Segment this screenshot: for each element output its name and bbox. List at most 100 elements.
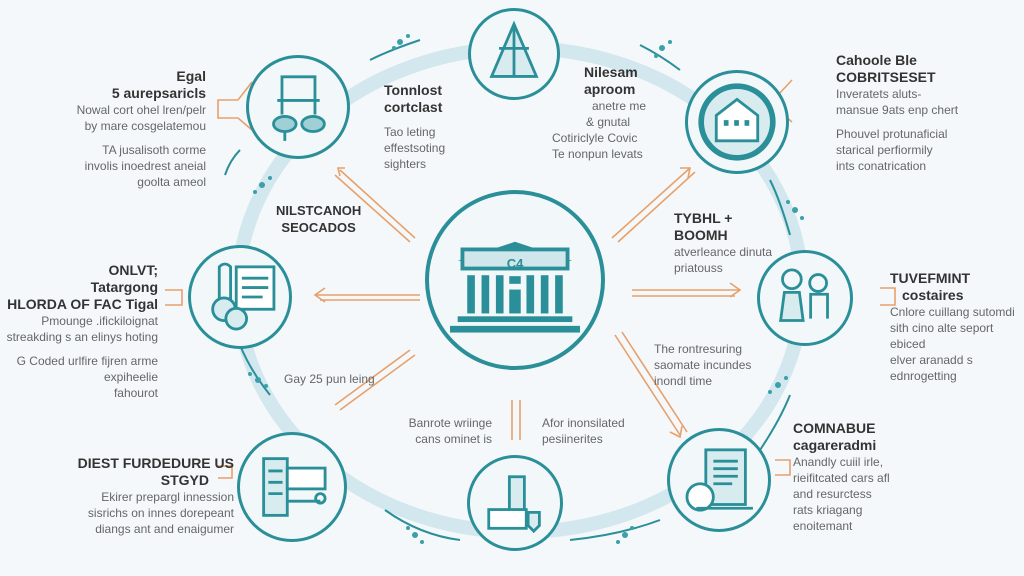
cahoole-block: Cahoole Ble COBRITSESET Inveratets aluts… (836, 52, 958, 174)
afor-line: pesiinerites (542, 432, 603, 446)
egal-title-1: Egal (176, 68, 206, 84)
tonnlost-block: Tonnlost cortclast Tao leting effestsoti… (384, 82, 445, 172)
onlvt-title-2: Tatargong (90, 279, 158, 295)
cahoole-line: Inveratets aluts- (836, 87, 922, 101)
machinery-icon (272, 75, 326, 141)
nilesam-block: Nilesam aproom anetre me & gnutal Cotiri… (552, 64, 646, 162)
diest-block: DIEST FURDEDURE US STGYD Ekirer prepargl… (78, 455, 234, 537)
egal-title-2: 5 aurepsaricls (111, 85, 206, 101)
diest-line: diangs ant and enaigumer (95, 522, 234, 536)
house-icon (698, 83, 776, 161)
onlvt-line: Pmounge .ifickiloignat (41, 314, 158, 328)
rontresuring-line: inondl time (654, 374, 713, 388)
tent-icon (489, 20, 539, 78)
tuvefmint-title-2: costaires (902, 287, 964, 303)
nilstcanoh-block: NILSTCANOH SEOCADOS (276, 202, 361, 236)
node-bottom-right[interactable] (667, 428, 771, 532)
onlvt-block: ONLVT; Tatargong HLORDA OF FAC Tigal Pmo… (7, 262, 158, 401)
egal-line: involis inoedrest aneial (84, 159, 206, 173)
comnabue-line: and resurctess (793, 487, 872, 501)
tonnlost-line: effestsoting (384, 141, 446, 155)
node-left[interactable] (188, 245, 292, 349)
banrote-line: cans ominet is (415, 432, 492, 446)
node-top-left[interactable] (246, 55, 350, 159)
node-right[interactable] (757, 250, 853, 346)
bank-building-icon (450, 241, 580, 333)
tuvefmint-line: elver aranadd s (890, 353, 973, 367)
gay-block: Gay 25 pun leing (284, 371, 375, 387)
tybhl-title-2: BOOMH (674, 227, 728, 243)
gay-line: Gay 25 pun leing (284, 372, 375, 386)
nilesam-title-2: aproom (584, 81, 636, 97)
nilesam-line: anetre me (592, 99, 647, 113)
rontresuring-block: The rontresuring saomate incundes inondl… (654, 341, 751, 389)
egal-line: TA jusalisoth corme (102, 143, 206, 157)
onlvt-line: expiheelie (103, 370, 158, 384)
ring-teal-accents (224, 39, 791, 541)
tuvefmint-line: ednrogetting (890, 369, 957, 383)
money-document-icon (211, 262, 276, 331)
onlvt-line: streakding s an elinys hoting (6, 330, 158, 344)
tonnlost-line: sighters (384, 157, 427, 171)
nilesam-line: Te nonpun levats (552, 147, 643, 161)
afor-line: Afor inonsilated (542, 416, 625, 430)
egal-line: by mare cosgelatemou (84, 119, 206, 133)
comnabue-line: rats kriagang (793, 503, 863, 517)
rontresuring-line: saomate incundes (654, 358, 752, 372)
cahoole-line: mansue 9ats enp chert (836, 103, 959, 117)
rontresuring-line: The rontresuring (654, 342, 743, 356)
cahoole-line: Phouvel protunaficial (836, 127, 948, 141)
banrote-block: Banrote wriinge cans ominet is (409, 415, 492, 447)
tuvefmint-line: sith cino alte seport (890, 321, 994, 335)
tuvefmint-title-1: TUVEFMINT (890, 270, 971, 286)
tybhl-title-1: TYBHL + (674, 210, 733, 226)
onlvt-line: G Coded urlfire fijren arme (16, 354, 158, 368)
onlvt-title-1: ONLVT; (108, 262, 158, 278)
center-label: C4 (506, 256, 524, 271)
people-icon (779, 268, 829, 322)
comnabue-title-1: COMNABUE (793, 420, 876, 436)
onlvt-line: fahourot (113, 386, 158, 400)
diest-line: Ekirer prepargl innession (101, 490, 234, 504)
diest-title-1: DIEST FURDEDURE US (77, 455, 234, 471)
comnabue-line: Anandly cuiil irle, (793, 455, 884, 469)
node-bottom-left[interactable] (237, 432, 347, 542)
afor-block: Afor inonsilated pesiinerites (542, 415, 625, 447)
center-bank-node[interactable]: C4 (425, 190, 605, 370)
tonnlost-title-2: cortclast (384, 99, 443, 115)
tonnlost-title-1: Tonnlost (384, 82, 443, 98)
tonnlost-line: Tao leting (384, 125, 436, 139)
tuvefmint-line: Cnlore cuillang sutomdi (890, 305, 1015, 319)
egal-block: Egal 5 aurepsaricls Nowal cort ohel lren… (77, 68, 206, 190)
egal-line: Nowal cort ohel lren/pelr (76, 103, 206, 117)
cahoole-line: ints conatrication (836, 159, 927, 173)
egal-line: goolta ameol (137, 175, 206, 189)
nilstcanoh-title-1: NILSTCANOH (276, 203, 362, 218)
tablet-icon (685, 448, 753, 512)
comnabue-line: enoitemant (793, 519, 853, 533)
tybhl-line: priatouss (674, 261, 723, 275)
comnabue-line: rieifitcated cars afl (793, 471, 890, 485)
diest-title-2: STGYD (160, 472, 209, 488)
card-shield-icon (487, 475, 541, 534)
document-stack-icon (262, 457, 327, 517)
cahoole-title-2: COBRITSESET (836, 69, 936, 85)
cahoole-line: starical perfiormily (836, 143, 933, 157)
node-top[interactable] (468, 8, 560, 100)
molecule-icons (248, 34, 804, 544)
tuvefmint-line: ebiced (890, 337, 926, 351)
diest-line: sisrichs on innes dorepeant (87, 506, 234, 520)
node-top-right[interactable] (685, 70, 789, 174)
banrote-line: Banrote wriinge (408, 416, 492, 430)
cahoole-title-1: Cahoole Ble (836, 52, 917, 68)
node-bottom[interactable] (467, 455, 563, 551)
nilesam-line: Cotiriclyle Covic (552, 131, 638, 145)
nilesam-line: & gnutal (586, 115, 631, 129)
nilstcanoh-title-2: SEOCADOS (281, 220, 356, 235)
tybhl-block: TYBHL + BOOMH atverleance dinuta priatou… (674, 210, 772, 276)
comnabue-block: COMNABUE cagareradmi Anandly cuiil irle,… (793, 420, 890, 534)
onlvt-title-3: HLORDA OF FAC Tigal (7, 296, 158, 312)
comnabue-title-2: cagareradmi (793, 437, 877, 453)
tuvefmint-block: TUVEFMINT costaires Cnlore cuillang suto… (890, 270, 1015, 384)
nilesam-title-1: Nilesam (584, 64, 638, 80)
